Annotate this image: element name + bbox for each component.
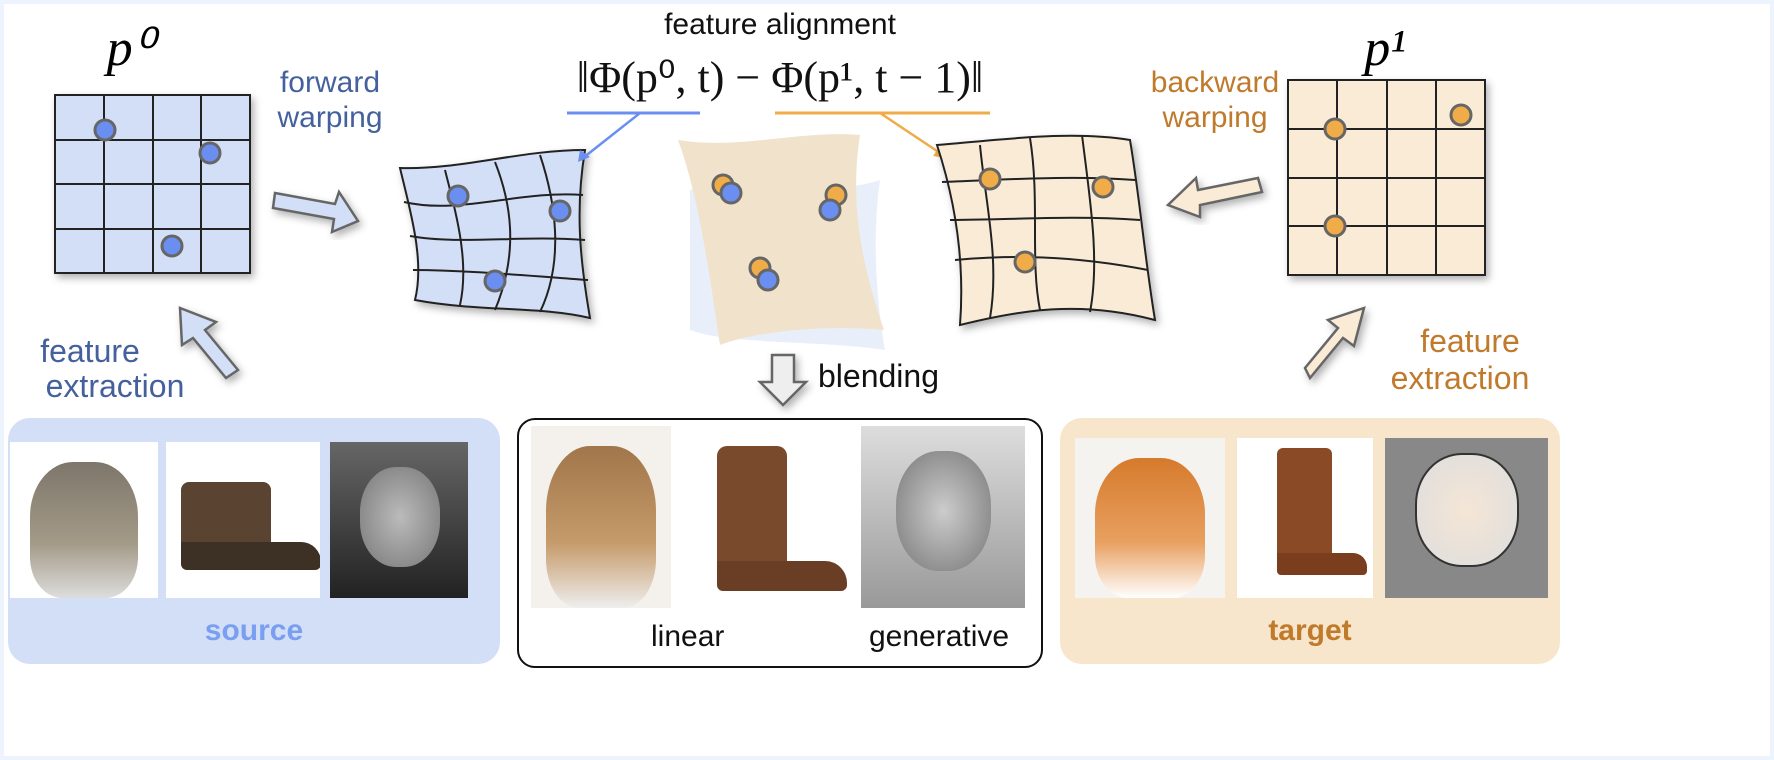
source-panel: source xyxy=(8,418,500,664)
backward-arrow-icon xyxy=(1165,175,1264,219)
p1-label: p¹ xyxy=(1360,20,1406,77)
source-grid-p0 xyxy=(54,94,251,274)
feature-alignment-title: feature alignment xyxy=(664,8,896,41)
alignment-formula: ‖Φ(p⁰, t) − Φ(p¹, t − 1)‖ xyxy=(577,53,984,102)
target-image-heeled-boot xyxy=(1237,438,1373,598)
source-image-einstein xyxy=(330,442,468,598)
p0-label: p⁰ xyxy=(103,20,161,77)
blend-image-boot xyxy=(677,426,851,608)
target-term-arrow-icon xyxy=(879,111,941,155)
feature-extraction-left-1: feature xyxy=(40,333,140,369)
feature-extraction-left-2: extraction xyxy=(46,368,185,404)
generative-label: generative xyxy=(869,620,1010,653)
backward-label-1: backward xyxy=(1151,66,1279,99)
feature-extraction-right-2: extraction xyxy=(1391,360,1530,396)
blend-image-einstein xyxy=(861,426,1025,608)
target-panel: target xyxy=(1060,418,1560,664)
aligned-feature-sheet xyxy=(678,134,885,350)
target-image-fox xyxy=(1075,438,1225,598)
backward-label-2: warping xyxy=(1161,101,1267,134)
keypoints-warped-backward xyxy=(978,167,1115,274)
aligned-keypoint-pairs xyxy=(711,173,848,292)
blending-arrow-icon xyxy=(756,353,810,407)
blending-results-panel: linear generative xyxy=(517,418,1043,668)
forward-label-1: forward xyxy=(280,66,380,99)
target-label: target xyxy=(1268,614,1352,647)
keypoints-warped-forward xyxy=(446,184,572,293)
source-image-wolf xyxy=(10,442,158,598)
feature-extraction-arrow-right-icon xyxy=(1303,306,1366,381)
source-label: source xyxy=(204,614,304,647)
feature-extraction-arrow-left-icon xyxy=(178,306,240,380)
blend-image-fox xyxy=(531,426,671,608)
forward-arrow-icon xyxy=(271,189,360,235)
target-image-einstein-cartoon xyxy=(1385,438,1548,598)
feature-extraction-right-1: feature xyxy=(1420,323,1520,359)
blending-label: blending xyxy=(818,358,939,394)
keypoints-p1 xyxy=(1323,103,1473,238)
source-image-boot xyxy=(166,442,320,598)
forward-label-2: warping xyxy=(276,101,382,134)
warped-grid-forward xyxy=(398,148,592,320)
linear-label: linear xyxy=(651,620,725,653)
keypoints-p0 xyxy=(93,118,222,258)
method-diagram: p⁰ forward warping feature alignment ‖Φ(… xyxy=(40,8,1530,407)
source-term-arrow-icon xyxy=(582,112,641,159)
warped-grid-backward xyxy=(935,134,1157,327)
